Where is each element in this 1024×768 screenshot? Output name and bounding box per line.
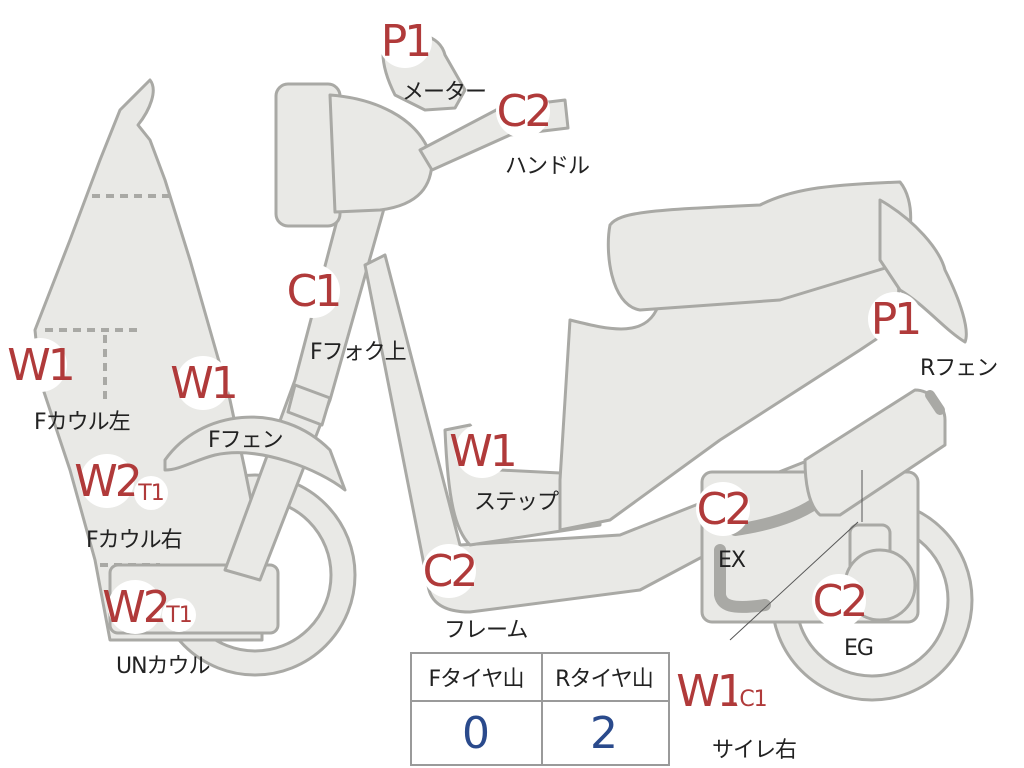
head-body [328, 93, 434, 214]
label-frame: フレーム [444, 618, 528, 643]
label-fcowl-l: Fカウル左 [34, 410, 131, 435]
label-side-r: サイレ右 [712, 738, 797, 763]
label-handle: ハンドル [505, 154, 590, 179]
code-handle: C2 [496, 84, 552, 138]
rear-tire-cell: 2 [540, 700, 668, 766]
label-meter: メーター [402, 80, 487, 105]
code-fcowl-l: W1 [7, 338, 76, 392]
tire-table-divider [541, 654, 543, 764]
rear-tire-value: 2 [590, 707, 618, 759]
front-tire-value: 0 [462, 707, 490, 759]
engine-divider [729, 521, 859, 641]
code-meter: P1 [378, 14, 432, 68]
code-side-r: W1 [676, 664, 745, 718]
code-fcowl-r: W2 [74, 454, 143, 508]
label-ffork: Fフォク上 [310, 340, 407, 365]
code-ffender: W1 [170, 356, 239, 410]
label-fcowl-r: Fカウル右 [86, 528, 183, 553]
front-tire-cell: 0 [412, 700, 540, 766]
label-eg: EG [844, 636, 874, 661]
code-eg: C2 [812, 574, 868, 628]
code-step: W1 [449, 424, 518, 478]
code-rfender: P1 [868, 292, 922, 346]
rear-tire-label: Rタイヤ山 [555, 667, 654, 692]
seat [606, 180, 913, 312]
rear-tire-header: Rタイヤ山 [540, 654, 668, 700]
label-step: ステップ [474, 490, 559, 515]
code-side-r-sub: C1 [736, 682, 770, 716]
rear-fender-shape [878, 198, 968, 344]
code-frame: C2 [422, 544, 478, 598]
tire-tread-table: Fタイヤ山 Rタイヤ山 0 2 [410, 652, 670, 766]
label-ex: EX [718, 548, 746, 573]
front-fork-collar [286, 383, 332, 427]
code-uncowl: W2 [102, 580, 171, 634]
code-ex: C2 [696, 482, 752, 536]
label-ffender: Fフェン [208, 428, 284, 453]
code-fcowl-r-sub: T1 [134, 476, 168, 510]
front-tire-label: Fタイヤ山 [428, 667, 525, 692]
label-rfender: Rフェン [920, 356, 998, 381]
code-ffork: C1 [286, 264, 342, 318]
label-uncowl: UNカウル [116, 654, 211, 679]
front-tire-header: Fタイヤ山 [412, 654, 540, 700]
front-fender [163, 415, 347, 492]
tire-value-row: 0 2 [412, 700, 668, 766]
muffler-tip [925, 390, 945, 415]
tire-header-row: Fタイヤ山 Rタイヤ山 [412, 654, 668, 702]
code-uncowl-sub: T1 [162, 598, 196, 632]
